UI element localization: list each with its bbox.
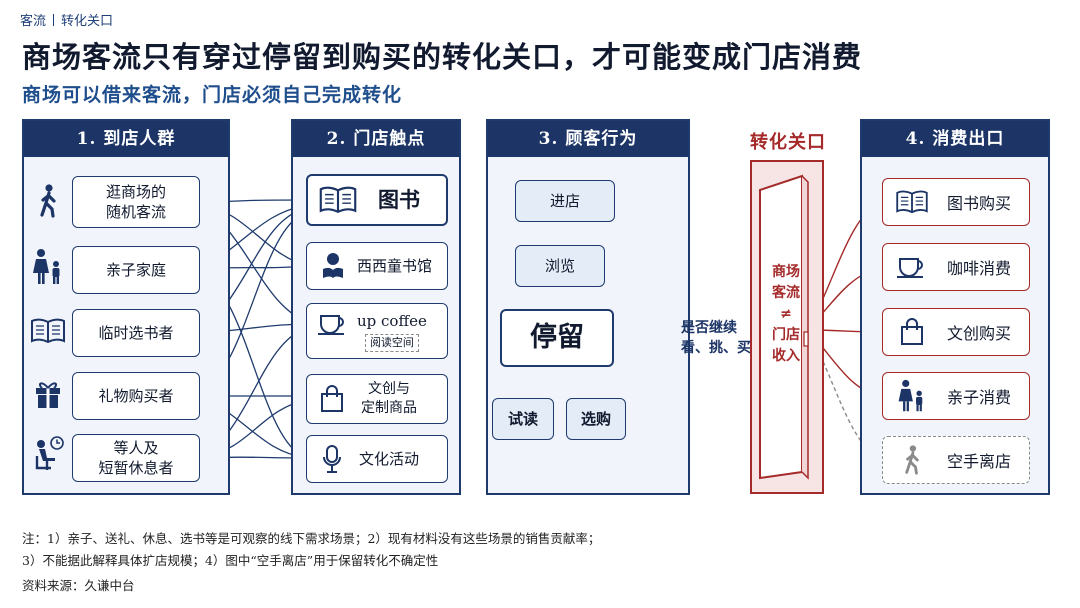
decision-line: 是否继续 — [681, 320, 737, 336]
outlet-book-purchase: 图书购买 — [882, 178, 1030, 226]
gate-text-line: 门店 — [772, 327, 800, 343]
shopping-bag-icon — [893, 318, 931, 346]
page-title: 商场客流只有穿过停留到购买的转化关口，才可能变成门店消费 — [22, 40, 863, 74]
waiting-person-clock-icon — [30, 434, 66, 474]
gate-title: 转化关口 — [750, 132, 826, 153]
panel-header: 3. 顾客行为 — [488, 121, 688, 157]
gate-text: 商场 客流 ≠ 门店 收入 — [766, 262, 806, 367]
crowd-gift-buyers: 礼物购买者 — [72, 372, 200, 420]
outlet-label: 文创购买 — [947, 324, 1012, 343]
touchpoint-label: 西西童书馆 — [357, 257, 433, 275]
step-enter-store: 进店 — [515, 180, 615, 222]
footnote-line-2: 3）不能据此解释具体扩店规模；4）图中“空手离店”用于保留转化不确定性 — [22, 553, 439, 568]
crowd-random-shoppers: 逛商场的 随机客流 — [72, 176, 200, 228]
outlet-label: 咖啡消费 — [947, 259, 1012, 278]
coffee-cup-icon — [315, 313, 351, 335]
gate-text-line: 收入 — [772, 348, 800, 364]
touchpoint-label: 文创与 定制商品 — [361, 381, 417, 416]
open-book-icon — [893, 190, 931, 214]
breadcrumb-divider — [53, 14, 55, 26]
touchpoint-label: 图书 — [378, 187, 420, 212]
source-note: 资料来源：久谦中台 — [22, 578, 135, 593]
child-reading-icon — [317, 252, 349, 280]
door-icon — [759, 174, 809, 480]
leave-empty-arrow — [807, 329, 881, 459]
touchpoint-books: 图书 — [306, 174, 448, 226]
touchpoint-label: 文化活动 — [359, 450, 420, 468]
family-icon — [893, 379, 931, 413]
touchpoint-cultural-goods: 文创与 定制商品 — [306, 374, 448, 424]
touchpoint-label: up coffee — [357, 311, 427, 330]
decision-line: 看、挑、买 — [681, 340, 751, 356]
step-select-buy: 选购 — [566, 398, 626, 440]
outlet-coffee: 咖啡消费 — [882, 243, 1030, 291]
walking-person-icon — [893, 445, 931, 475]
decision-label: 是否继续 看、挑、买 — [681, 318, 751, 358]
outlet-label: 亲子消费 — [947, 388, 1012, 407]
footnote-line-1: 注：1）亲子、送礼、休息、选书等是可观察的线下需求场景；2）现有材料没有这些场景… — [22, 531, 601, 546]
microphone-icon — [317, 444, 347, 474]
touchpoint-kids-library: 西西童书馆 — [306, 242, 448, 290]
touchpoint-sublabel: 阅读空间 — [364, 333, 419, 352]
touchpoint-up-coffee: up coffee 阅读空间 — [306, 303, 448, 359]
coffee-cup-icon — [893, 256, 931, 278]
shopping-bag-icon — [315, 385, 349, 413]
step-browse: 浏览 — [515, 245, 605, 287]
walking-person-icon — [34, 181, 62, 221]
crowd-browsing-readers: 临时选书者 — [72, 309, 200, 357]
panel-header: 2. 门店触点 — [293, 121, 459, 157]
open-book-icon — [28, 314, 68, 348]
breadcrumb: 客流转化关口 — [20, 10, 113, 29]
outlet-cultural-goods: 文创购买 — [882, 308, 1030, 356]
crowd-families: 亲子家庭 — [72, 246, 200, 294]
gate-text-line: ≠ — [780, 306, 792, 322]
family-icon — [30, 246, 66, 288]
breadcrumb-section: 客流 — [20, 14, 47, 29]
outlet-leave-empty: 空手离店 — [882, 436, 1030, 484]
breadcrumb-topic: 转化关口 — [61, 14, 114, 29]
step-trial-read: 试读 — [492, 398, 554, 440]
page-subtitle: 商场可以借来客流，门店必须自己完成转化 — [22, 84, 403, 106]
crowd-waiting-resting: 等人及 短暂休息者 — [72, 434, 200, 482]
panel-header: 1. 到店人群 — [24, 121, 228, 157]
outlet-family: 亲子消费 — [882, 372, 1030, 420]
gate-text-line: 商场 — [772, 264, 800, 280]
panel-header: 4. 消费出口 — [862, 121, 1048, 157]
touchpoint-cultural-events: 文化活动 — [306, 435, 448, 483]
gate-text-line: 客流 — [772, 285, 800, 301]
step-stay: 停留 — [500, 309, 614, 367]
outlet-label: 空手离店 — [947, 452, 1012, 471]
outlet-label: 图书购买 — [947, 194, 1012, 213]
open-book-icon — [316, 186, 360, 214]
gift-icon — [32, 376, 64, 412]
